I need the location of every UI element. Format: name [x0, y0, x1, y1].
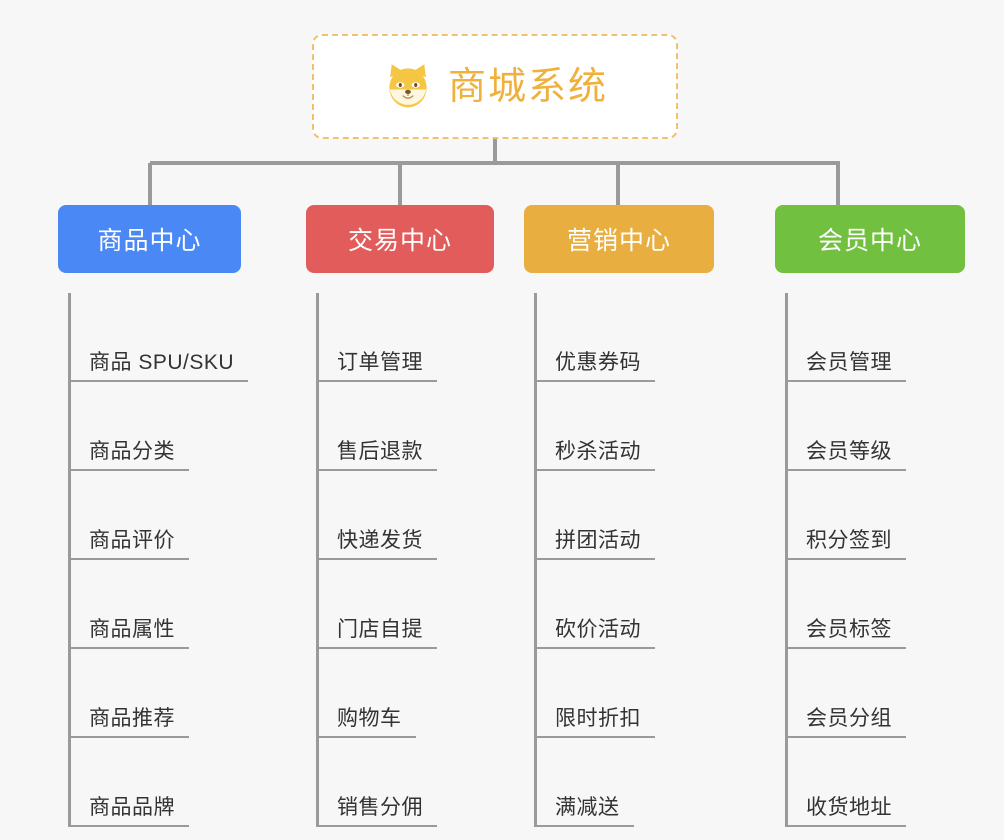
category-column-2: 营销中心 优惠券码 秒杀活动 拼团活动 砍价活动 限时折扣 满减送	[502, 205, 753, 827]
category-column-0: 商品中心 商品 SPU/SKU 商品分类 商品评价 商品属性 商品推荐 商品品牌	[0, 205, 251, 827]
leaf-label: 限时折扣	[555, 706, 641, 730]
leaf-item[interactable]: 商品 SPU/SKU	[71, 293, 249, 382]
leaf-item[interactable]: 会员标签	[788, 560, 906, 649]
leaf-label: 满减送	[555, 795, 620, 819]
leaf-item[interactable]: 满减送	[537, 738, 634, 827]
leaf-label: 秒杀活动	[555, 439, 641, 463]
leaf-label: 拼团活动	[555, 528, 641, 552]
leaf-list-1: 订单管理 售后退款 快递发货 门店自提 购物车 销售分佣	[316, 293, 437, 827]
leaf-item[interactable]: 限时折扣	[537, 649, 655, 738]
leaf-label: 门店自提	[337, 617, 423, 641]
root-node-area: 商城系统	[0, 0, 1004, 145]
leaf-label: 商品品牌	[89, 795, 175, 819]
shiba-dog-face-icon	[382, 61, 434, 113]
leaf-label: 商品推荐	[89, 706, 175, 730]
leaf-item[interactable]: 商品评价	[71, 471, 189, 560]
category-box-1[interactable]: 交易中心	[306, 205, 494, 273]
leaf-item[interactable]: 购物车	[319, 649, 416, 738]
leaf-label: 购物车	[337, 706, 402, 730]
leaf-item[interactable]: 积分签到	[788, 471, 906, 560]
leaf-item[interactable]: 售后退款	[319, 382, 437, 471]
leaf-label: 会员标签	[806, 617, 892, 641]
leaf-label: 优惠券码	[555, 350, 641, 374]
leaf-item[interactable]: 会员分组	[788, 649, 906, 738]
leaf-item[interactable]: 秒杀活动	[537, 382, 655, 471]
leaf-label: 积分签到	[806, 528, 892, 552]
leaf-item[interactable]: 优惠券码	[537, 293, 655, 382]
leaf-item[interactable]: 销售分佣	[319, 738, 437, 827]
leaf-label: 会员分组	[806, 706, 892, 730]
leaf-label: 销售分佣	[337, 795, 423, 819]
category-column-3: 会员中心 会员管理 会员等级 积分签到 会员标签 会员分组 收货地址	[753, 205, 1004, 827]
category-label-2: 营销中心	[566, 227, 671, 255]
category-columns: 商品中心 商品 SPU/SKU 商品分类 商品评价 商品属性 商品推荐 商品品牌…	[0, 205, 1004, 827]
leaf-item[interactable]: 拼团活动	[537, 471, 655, 560]
leaf-item[interactable]: 快递发货	[319, 471, 437, 560]
leaf-item[interactable]: 会员等级	[788, 382, 906, 471]
root-node-title: 商城系统	[447, 65, 608, 108]
leaf-label: 砍价活动	[555, 617, 641, 641]
leaf-label: 商品评价	[89, 528, 175, 552]
root-node-card[interactable]: 商城系统	[312, 34, 678, 139]
leaf-item[interactable]: 订单管理	[319, 293, 437, 382]
category-box-0[interactable]: 商品中心	[58, 205, 241, 273]
category-column-1: 交易中心 订单管理 售后退款 快递发货 门店自提 购物车 销售分佣	[251, 205, 502, 827]
leaf-label: 收货地址	[806, 795, 892, 819]
leaf-item[interactable]: 商品推荐	[71, 649, 189, 738]
leaf-item[interactable]: 商品分类	[71, 382, 189, 471]
leaf-item[interactable]: 商品品牌	[71, 738, 189, 827]
leaf-label: 商品属性	[89, 617, 175, 641]
leaf-label: 会员管理	[806, 350, 892, 374]
category-label-3: 会员中心	[817, 227, 922, 255]
leaf-item[interactable]: 门店自提	[319, 560, 437, 649]
leaf-item[interactable]: 商品属性	[71, 560, 189, 649]
leaf-label: 商品分类	[89, 439, 175, 463]
leaf-list-0: 商品 SPU/SKU 商品分类 商品评价 商品属性 商品推荐 商品品牌	[68, 293, 249, 827]
leaf-label: 订单管理	[337, 350, 423, 374]
leaf-label: 会员等级	[806, 439, 892, 463]
leaf-list-2: 优惠券码 秒杀活动 拼团活动 砍价活动 限时折扣 满减送	[534, 293, 655, 827]
leaf-item[interactable]: 会员管理	[788, 293, 906, 382]
leaf-label: 售后退款	[337, 439, 423, 463]
category-box-2[interactable]: 营销中心	[524, 205, 714, 273]
leaf-item[interactable]: 收货地址	[788, 738, 906, 827]
category-box-3[interactable]: 会员中心	[775, 205, 965, 273]
leaf-list-3: 会员管理 会员等级 积分签到 会员标签 会员分组 收货地址	[785, 293, 906, 827]
leaf-label: 快递发货	[337, 528, 423, 552]
leaf-label: 商品 SPU/SKU	[89, 350, 235, 374]
category-label-1: 交易中心	[347, 227, 452, 255]
leaf-item[interactable]: 砍价活动	[537, 560, 655, 649]
category-label-0: 商品中心	[97, 227, 202, 255]
